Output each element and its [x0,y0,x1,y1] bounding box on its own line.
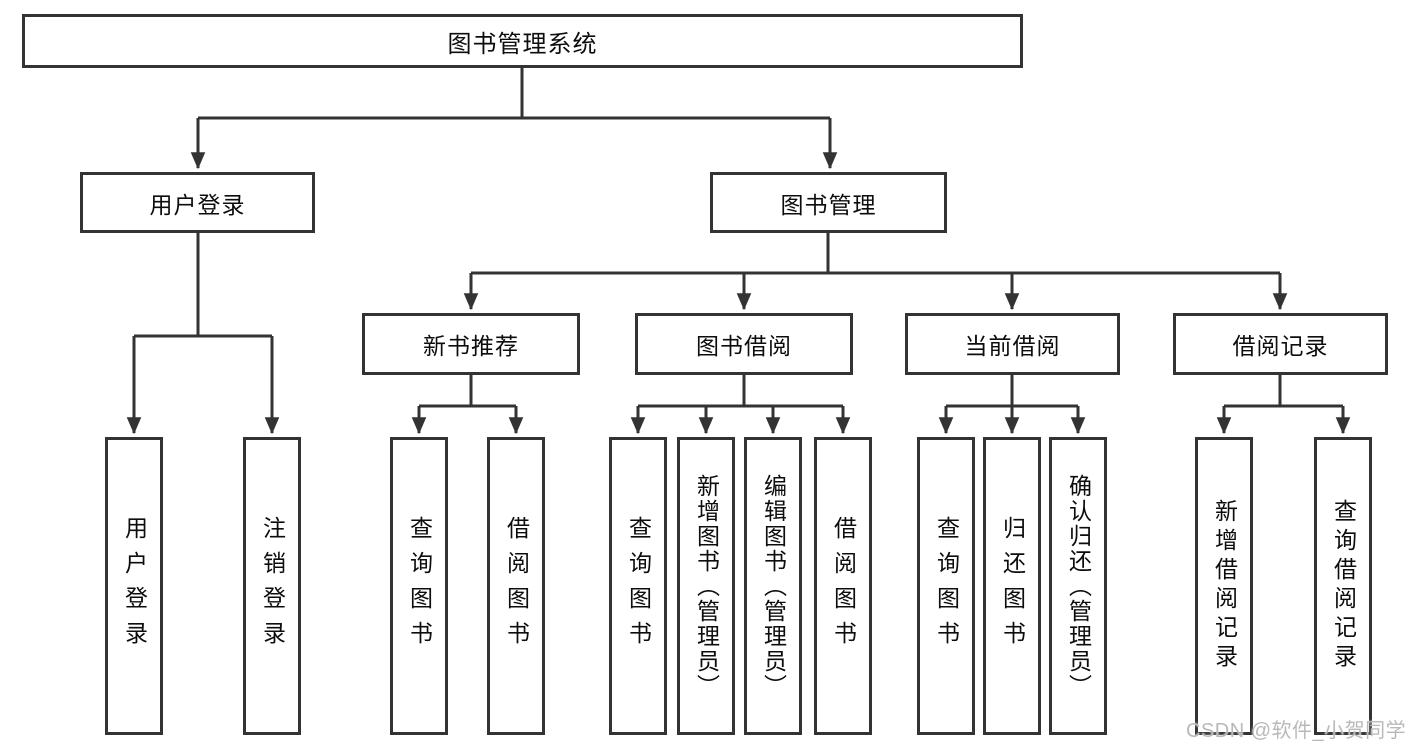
leaf-return-books: 归还图书 [983,437,1041,735]
node-label: 注销登录 [259,516,286,656]
node-new-book-recommendation: 新书推荐 [362,313,580,375]
leaf-confirm-return-admin: 确认归还（管理员） [1049,437,1107,735]
leaf-query-borrow-record: 查询借阅记录 [1314,437,1372,735]
node-label: 新书推荐 [423,333,519,359]
node-label: 借阅记录 [1232,333,1329,359]
leaf-query-books-recommend: 查询图书 [390,437,448,735]
node-label: 归还图书 [999,516,1026,656]
node-label: 图书管理 [780,191,877,218]
leaf-edit-books-admin: 编辑图书（管理员） [744,437,802,735]
node-label: 图书管理系统 [447,30,598,58]
leaf-user-login: 用户登录 [105,437,163,735]
node-book-management: 图书管理 [710,172,947,233]
node-label: 新增图书（管理员） [693,473,720,699]
node-label: 编辑图书（管理员） [760,473,787,699]
node-label: 用户登录 [149,191,246,218]
node-label: 查询图书 [406,516,433,656]
node-label: 新增借阅记录 [1211,499,1238,673]
node-label: 确认归还（管理员） [1065,473,1092,699]
node-label: 用户登录 [121,516,148,656]
leaf-borrow-books-recommend: 借阅图书 [487,437,545,735]
node-label: 借阅图书 [503,516,530,656]
node-current-borrowing: 当前借阅 [905,313,1120,375]
node-label: 查询图书 [625,516,652,656]
leaf-logout: 注销登录 [243,437,301,735]
leaf-query-books-current: 查询图书 [917,437,975,735]
node-label: 图书借阅 [696,333,792,359]
node-library-management-system: 图书管理系统 [22,14,1023,68]
node-book-borrowing: 图书借阅 [635,313,853,375]
leaf-add-books-admin: 新增图书（管理员） [677,437,735,735]
node-user-login: 用户登录 [80,172,315,233]
node-borrowing-records: 借阅记录 [1173,313,1388,375]
leaf-add-borrow-record: 新增借阅记录 [1195,437,1253,735]
csdn-watermark: CSDN @软件_小贺同学 [1186,720,1405,742]
leaf-query-books-borrow: 查询图书 [609,437,667,735]
node-label: 查询图书 [933,516,960,656]
node-label: 查询借阅记录 [1330,499,1357,673]
leaf-borrow-books: 借阅图书 [814,437,872,735]
node-label: 借阅图书 [830,516,857,656]
node-label: 当前借阅 [964,333,1061,359]
